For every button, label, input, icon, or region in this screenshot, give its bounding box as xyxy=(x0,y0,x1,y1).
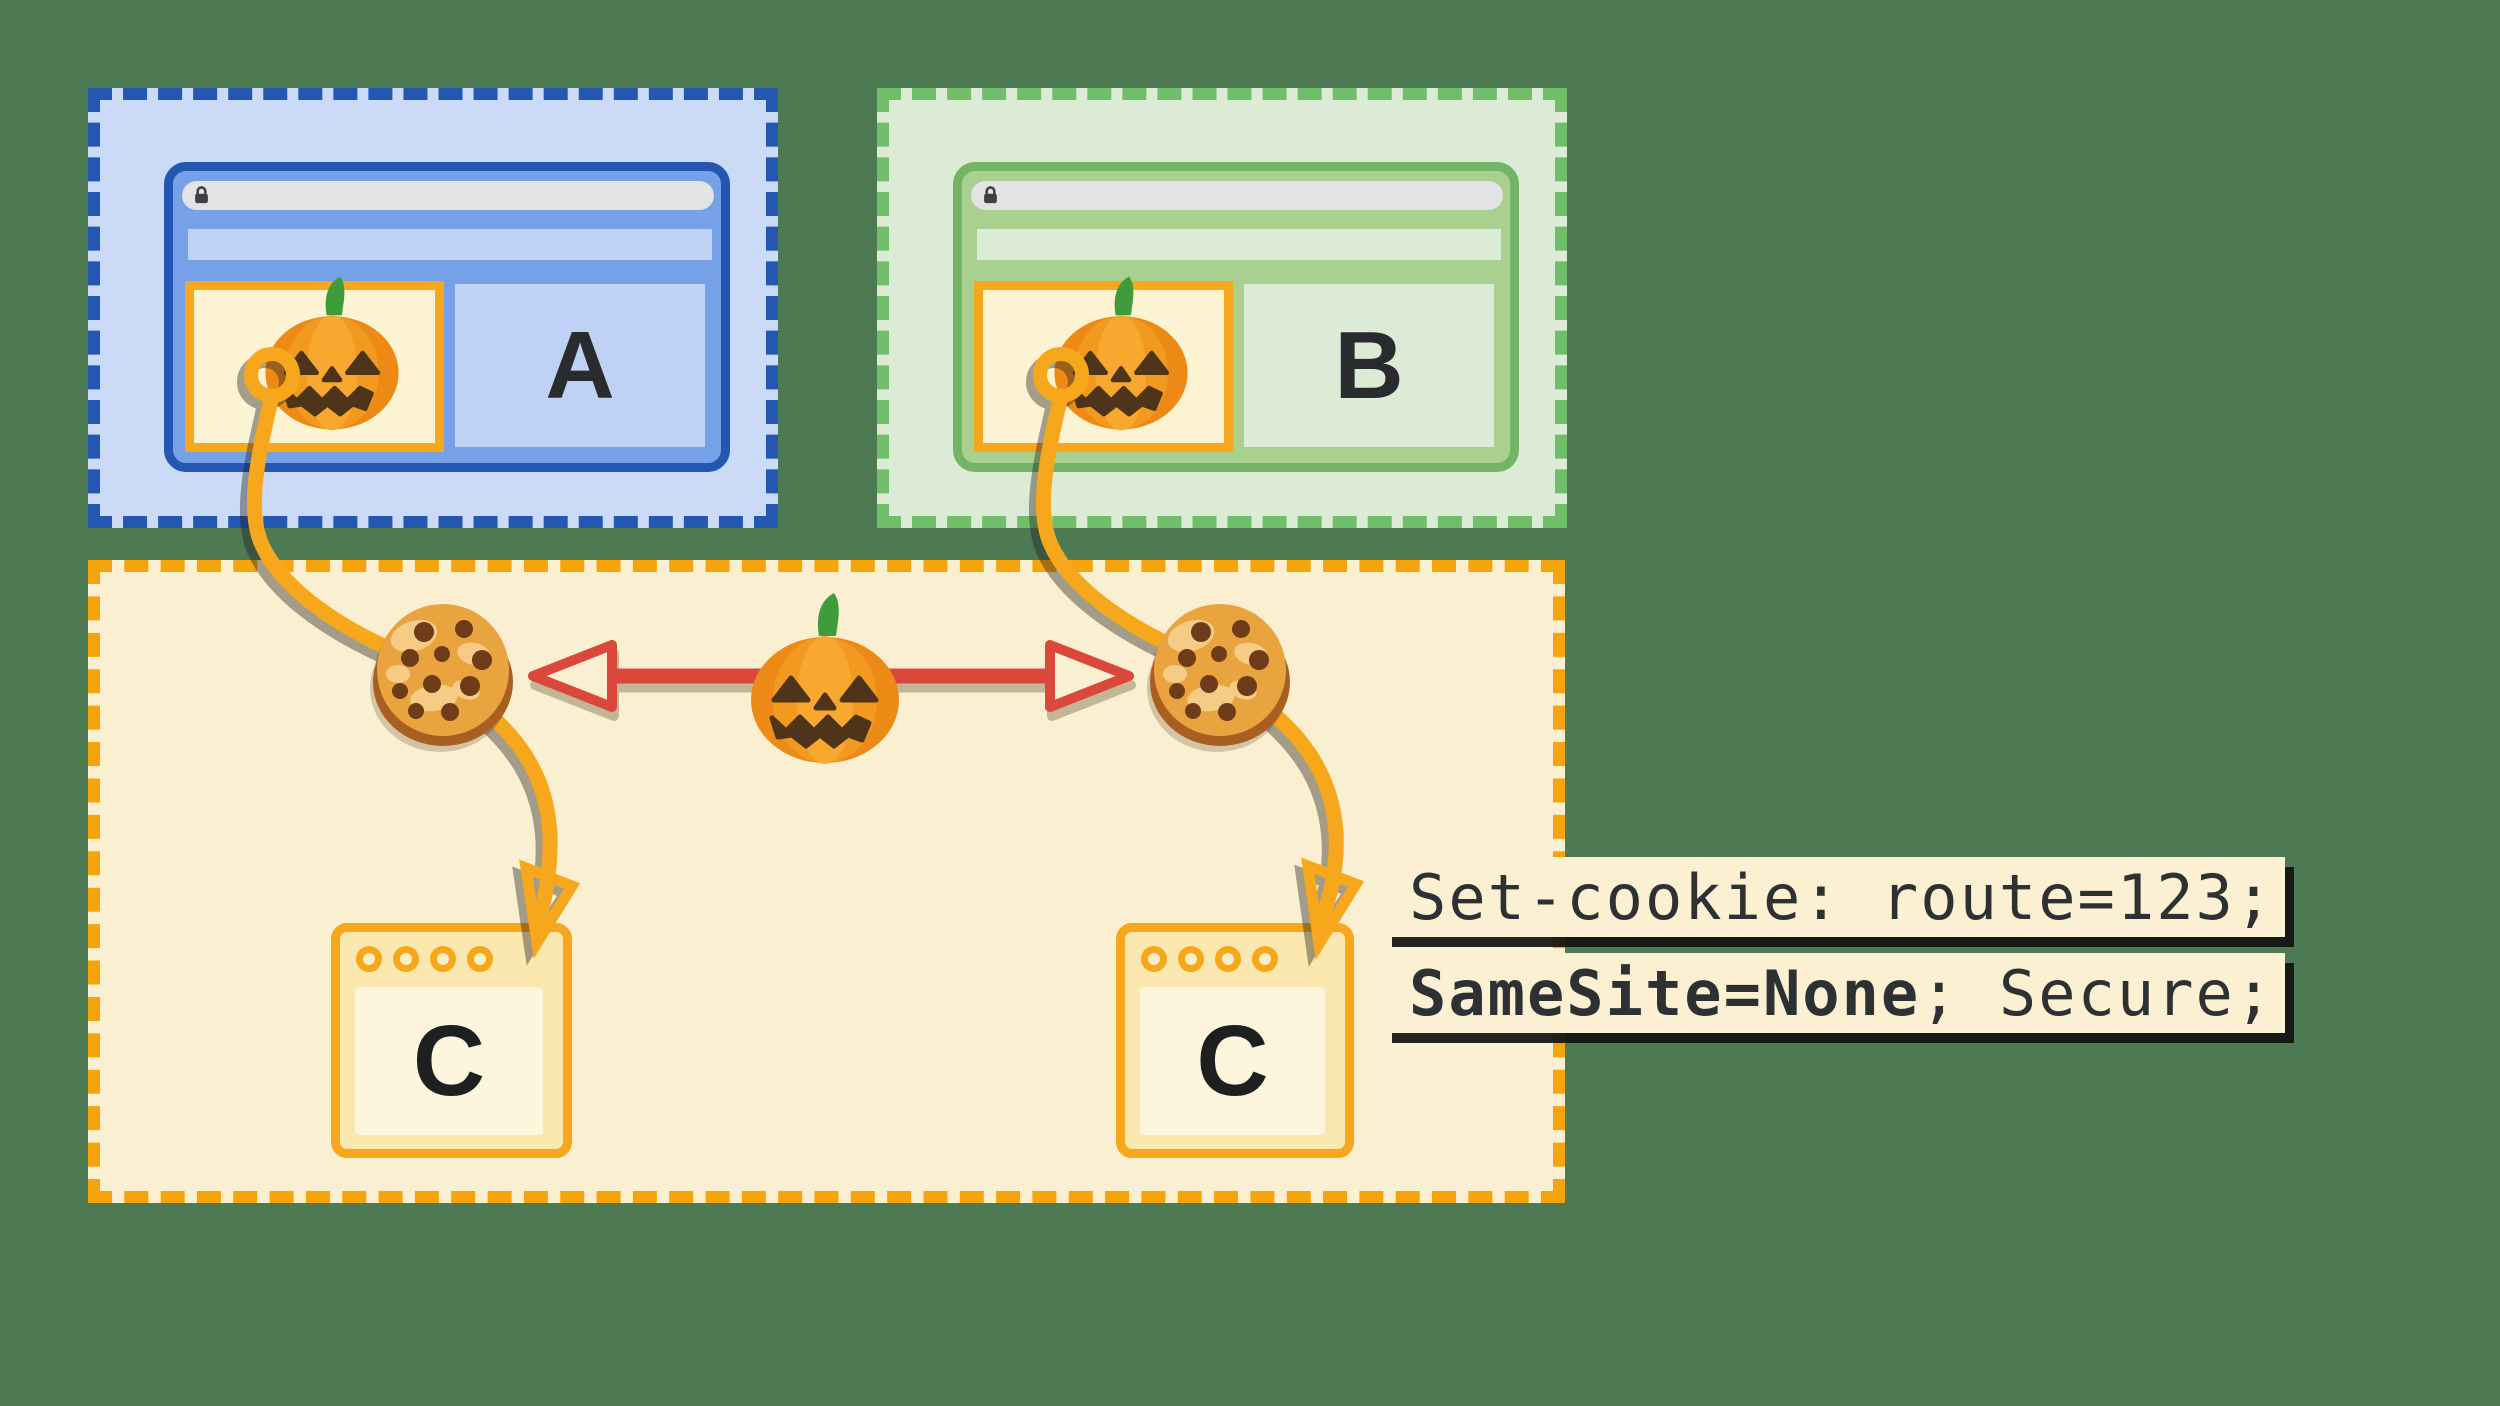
site-a-label: A xyxy=(545,311,615,419)
lock-icon xyxy=(984,186,997,204)
url-bar-b xyxy=(971,181,1503,210)
window-dot-icon xyxy=(1141,946,1167,972)
site-b-label: B xyxy=(1334,311,1404,419)
window-dot-icon xyxy=(1252,946,1278,972)
window-dot-icon xyxy=(430,946,456,972)
embedded-iframe-a xyxy=(185,281,444,452)
window-dots xyxy=(1141,946,1278,972)
code-text: ; Secure; xyxy=(1920,956,2275,1030)
site-b-context-box: B xyxy=(877,88,1567,528)
page-content-row-a xyxy=(188,229,712,260)
site-b-panel: B xyxy=(1244,284,1494,447)
window-dot-icon xyxy=(356,946,382,972)
page-content-row-b xyxy=(977,229,1501,260)
lock-icon xyxy=(195,186,208,204)
window-dot-icon xyxy=(467,946,493,972)
server-window-left-content: C xyxy=(355,987,543,1135)
browser-window-b: B xyxy=(953,162,1519,472)
server-window-right-content: C xyxy=(1140,987,1325,1135)
set-cookie-code-line1: Set-cookie: route=123; xyxy=(1383,857,2285,937)
server-left-label: C xyxy=(412,1005,486,1117)
server-window-left: C xyxy=(331,923,572,1158)
set-cookie-code-line2: SameSite=None; Secure; xyxy=(1383,953,2285,1033)
third-party-context-box: C C xyxy=(88,560,1565,1203)
site-a-context-box: A xyxy=(88,88,778,528)
url-bar-a xyxy=(182,181,714,210)
window-dot-icon xyxy=(393,946,419,972)
window-dot-icon xyxy=(1215,946,1241,972)
server-window-right: C xyxy=(1116,923,1354,1158)
embedded-iframe-b xyxy=(974,281,1233,452)
browser-window-a: A xyxy=(164,162,730,472)
window-dot-icon xyxy=(1178,946,1204,972)
server-right-label: C xyxy=(1196,1005,1269,1117)
code-text-bold: SameSite=None xyxy=(1409,956,1921,1030)
site-a-panel: A xyxy=(455,284,705,447)
window-dots xyxy=(356,946,493,972)
code-text: Set-cookie: route=123; xyxy=(1409,860,2275,934)
